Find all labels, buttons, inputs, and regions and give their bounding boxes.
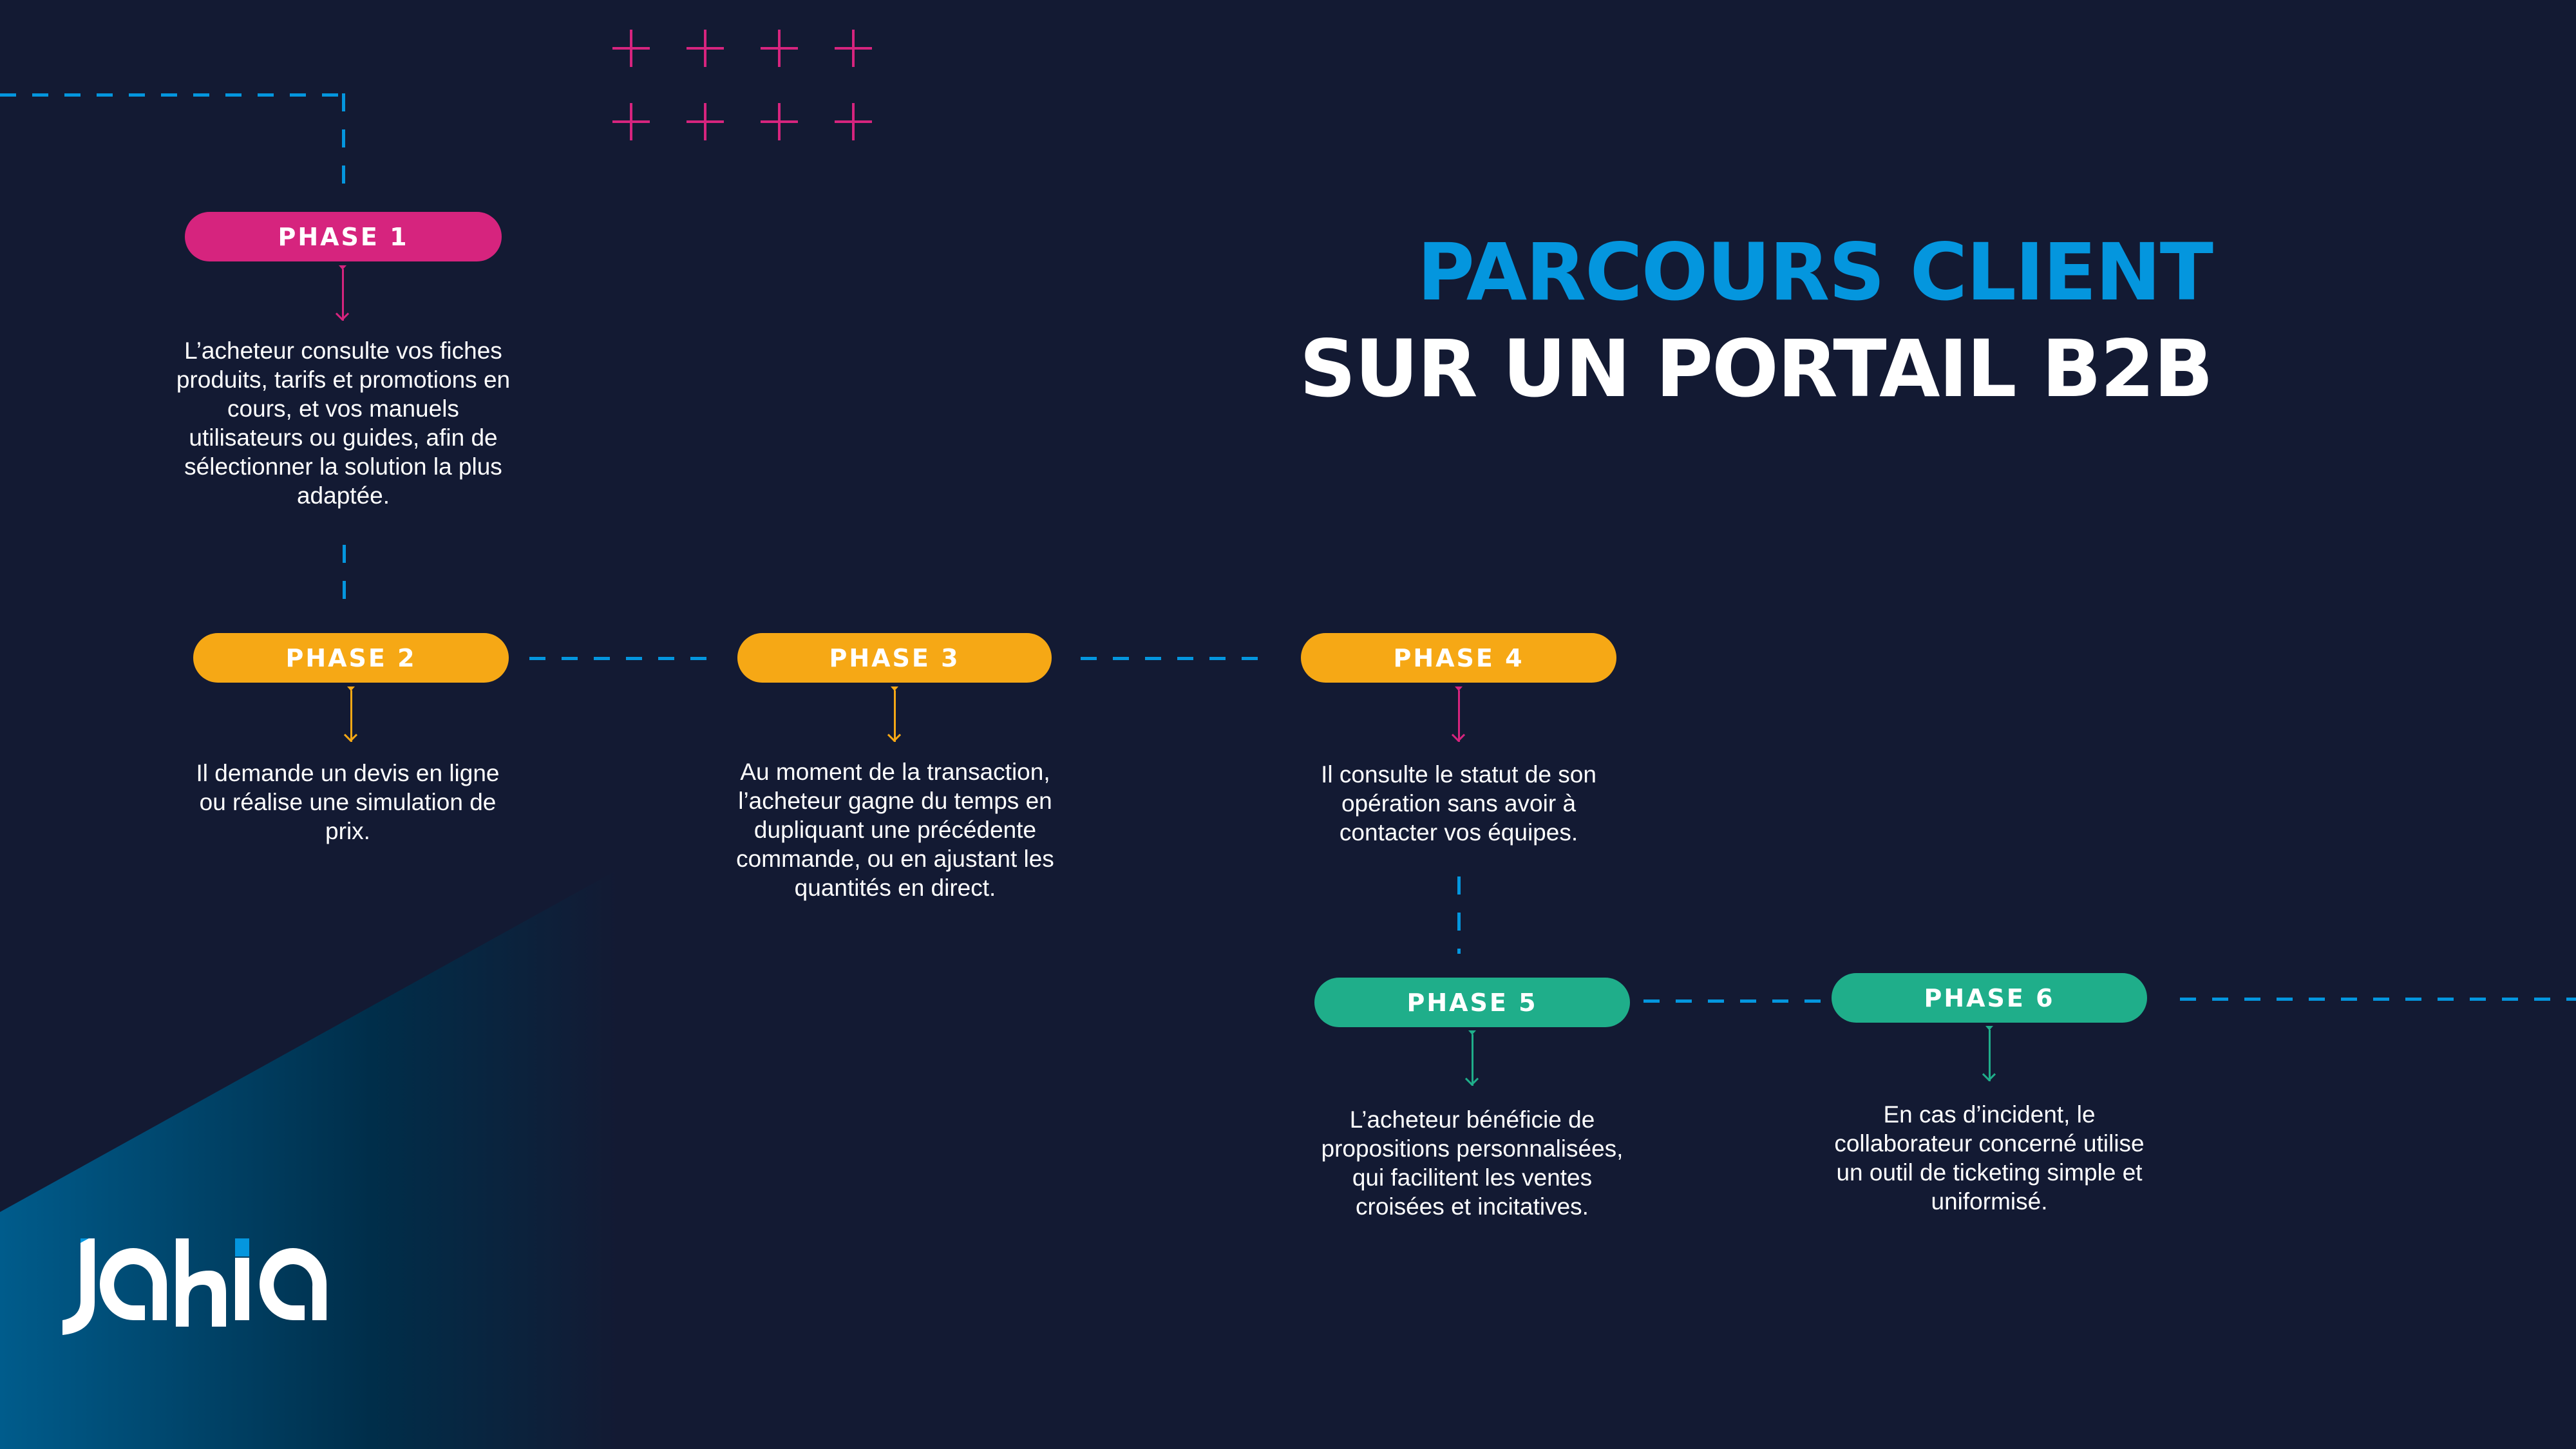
connector-exit-horizontal: [2180, 998, 2576, 1001]
phase-2-description: Il demande un devis en ligne ou réalise …: [196, 760, 500, 844]
phase-3-label: PHASE 3: [829, 643, 960, 672]
plus-icon: [761, 103, 798, 140]
connector-phase5-phase6: [1643, 999, 1821, 1003]
title-line-1: PARCOURS CLIENT: [1417, 227, 2213, 318]
phase-6-label: PHASE 6: [1924, 983, 2055, 1012]
phase-3-description: Au moment de la transaction, l’acheteur …: [736, 759, 1054, 901]
plus-icon: [612, 30, 650, 67]
phase-6-badge: PHASE 6: [1832, 973, 2147, 1023]
phase-5-description: L’acheteur bénéficie de propositions per…: [1321, 1106, 1624, 1220]
phase-2-label: PHASE 2: [285, 643, 417, 672]
connector-entry-vertical: [342, 93, 345, 190]
arrow-down-icon: [1464, 1030, 1479, 1088]
phase-3-badge: PHASE 3: [737, 633, 1052, 683]
phase-4-description: Il consulte le statut de son opération s…: [1321, 761, 1596, 846]
connector-entry-horizontal: [0, 93, 345, 97]
phase-4-badge: PHASE 4: [1301, 633, 1616, 683]
phase-5-label: PHASE 5: [1406, 988, 1538, 1017]
plus-icon: [835, 30, 872, 67]
phase-1-badge: PHASE 1: [185, 212, 502, 261]
arrow-down-icon: [335, 265, 350, 323]
jahia-logo: [62, 1238, 327, 1335]
connector-phase1-phase2: [343, 545, 346, 616]
phase-1-description: L’acheteur consulte vos fiches produits,…: [176, 337, 511, 509]
connector-phase3-phase4: [1081, 657, 1274, 660]
connector-phase4-phase5: [1457, 876, 1461, 954]
connector-phase2-phase3: [529, 657, 723, 660]
plus-icon: [687, 103, 724, 140]
plus-icon: [612, 103, 650, 140]
arrow-down-icon: [1982, 1026, 1996, 1084]
phase-6-description: En cas d’incident, le collaborateur conc…: [1834, 1101, 2145, 1215]
plus-icon: [687, 30, 724, 67]
phase-1-label: PHASE 1: [278, 222, 409, 251]
phase-5-badge: PHASE 5: [1314, 978, 1630, 1027]
plus-icon: [835, 103, 872, 140]
arrow-down-icon: [1451, 687, 1466, 744]
arrow-down-icon: [343, 687, 358, 744]
phase-4-label: PHASE 4: [1393, 643, 1524, 672]
phase-2-badge: PHASE 2: [193, 633, 509, 683]
title-line-2: SUR UN PORTAIL B2B: [1299, 323, 2213, 415]
plus-icon: [761, 30, 798, 67]
arrow-down-icon: [887, 687, 902, 744]
